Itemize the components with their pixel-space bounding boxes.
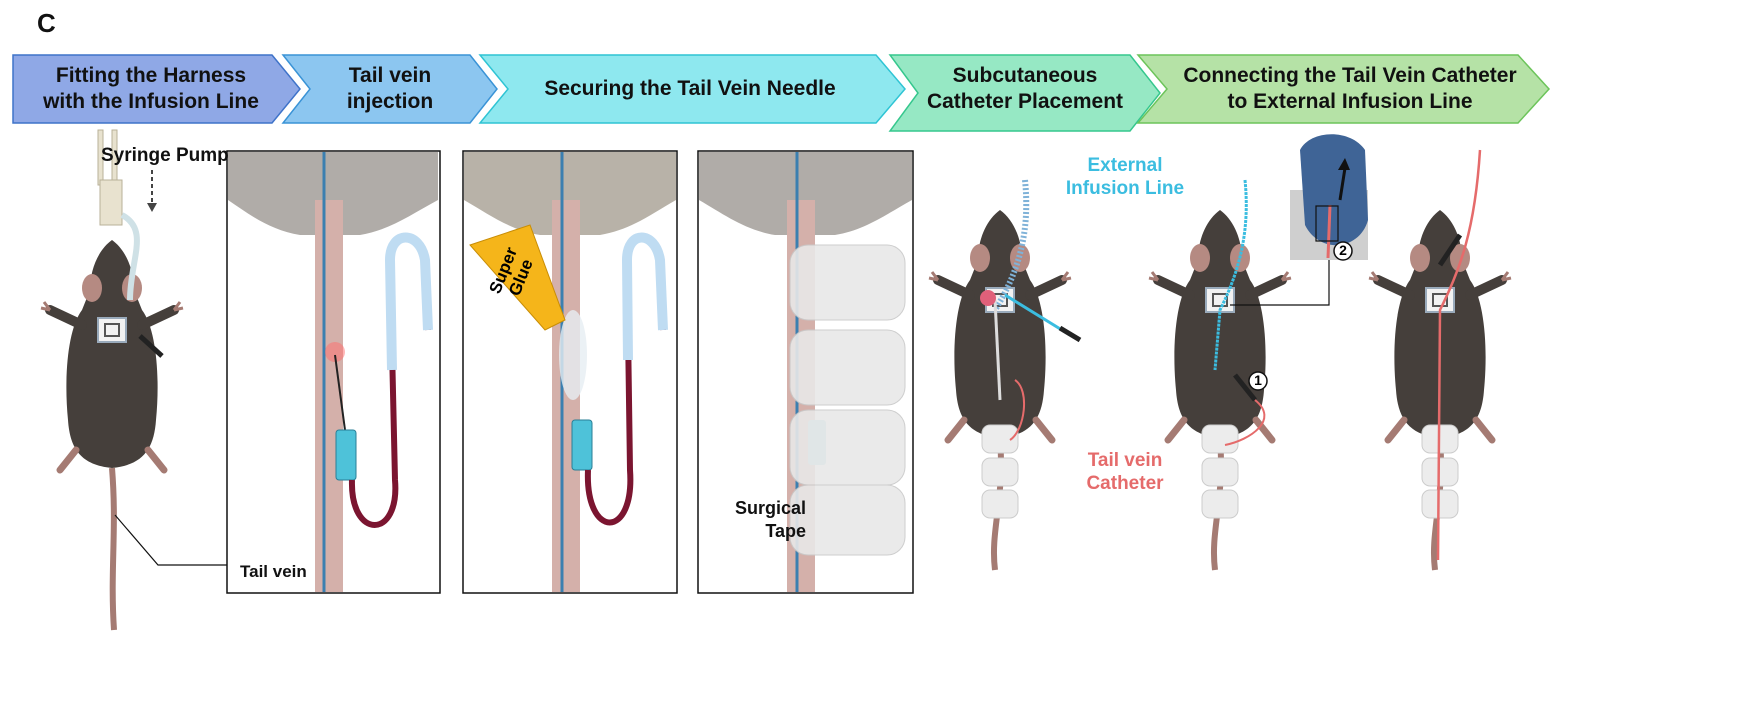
step-marker-2: 2 xyxy=(1339,242,1347,258)
step-arrow-5 xyxy=(1136,54,1551,124)
step-5-line2: to External Infusion Line xyxy=(1227,90,1473,113)
external-line-line1: External xyxy=(1087,155,1163,176)
mouse-subcutaneous xyxy=(929,179,1082,571)
step-4-line1: Subcutaneous xyxy=(952,64,1098,87)
tail-vein-label: Tail vein xyxy=(240,562,307,581)
mouse-connected xyxy=(1369,149,1511,571)
syringe-pump-label: Syringe Pump xyxy=(101,145,229,166)
tape-strip xyxy=(789,244,906,321)
tape-strip xyxy=(789,484,906,556)
zoom-leader xyxy=(1230,260,1330,306)
super-glue-tube xyxy=(469,224,566,331)
step-2-line2: injection xyxy=(346,90,434,113)
syringe-pump-line xyxy=(97,129,157,301)
surgical-tape-label: Surgical Tape xyxy=(722,497,806,543)
mouse-connecting xyxy=(1149,179,1291,571)
tape-strip xyxy=(789,409,906,486)
step-arrow-2 xyxy=(281,54,498,124)
surgical-tape-line1: Surgical xyxy=(734,498,806,518)
step-3-line1: Securing the Tail Vein Needle xyxy=(544,77,836,100)
workflow-arrows xyxy=(12,54,1551,132)
step-2-line1: Tail vein xyxy=(348,64,432,87)
tail-vein-catheter-label: Tail vein Catheter xyxy=(1075,449,1175,495)
step-marker-1: 1 xyxy=(1254,372,1262,388)
step-1-line2: with the Infusion Line xyxy=(43,90,259,113)
step-1-line1: Fitting the Harness xyxy=(55,64,247,87)
step-label-3: Securing the Tail Vein Needle xyxy=(505,58,875,120)
catheter-line2: Catheter xyxy=(1086,473,1164,494)
tape-strip xyxy=(789,329,906,406)
surgical-tape-line2: Tape xyxy=(765,521,806,541)
step-label-2: Tail vein injection xyxy=(305,58,475,120)
step-marker-2-circle xyxy=(1333,241,1353,261)
glove-inset xyxy=(1230,134,1368,306)
step-label-5: Connecting the Tail Vein Catheter to Exte… xyxy=(1160,58,1540,120)
catheter-line1: Tail vein xyxy=(1087,450,1163,471)
external-infusion-line-label: External Infusion Line xyxy=(1060,154,1190,200)
glove-hand xyxy=(1300,134,1368,246)
step-marker-1-circle xyxy=(1248,371,1268,391)
inset-surgical-tape xyxy=(697,150,914,594)
external-line-line2: Infusion Line xyxy=(1065,178,1185,199)
step-arrow-3 xyxy=(478,54,906,124)
tail-vein-leader xyxy=(114,514,228,566)
step-arrow-4 xyxy=(888,54,1161,132)
step-4-line2: Catheter Placement xyxy=(926,90,1124,113)
panel-letter: C xyxy=(37,8,56,38)
mouse-harness xyxy=(41,240,183,631)
step-5-line1: Connecting the Tail Vein Catheter xyxy=(1183,64,1517,87)
inset-securing-needle xyxy=(462,150,678,594)
step-arrow-1 xyxy=(12,54,301,124)
inset-tail-injection xyxy=(226,150,441,594)
step-label-1: Fitting the Harness with the Infusion Lin… xyxy=(20,58,282,120)
